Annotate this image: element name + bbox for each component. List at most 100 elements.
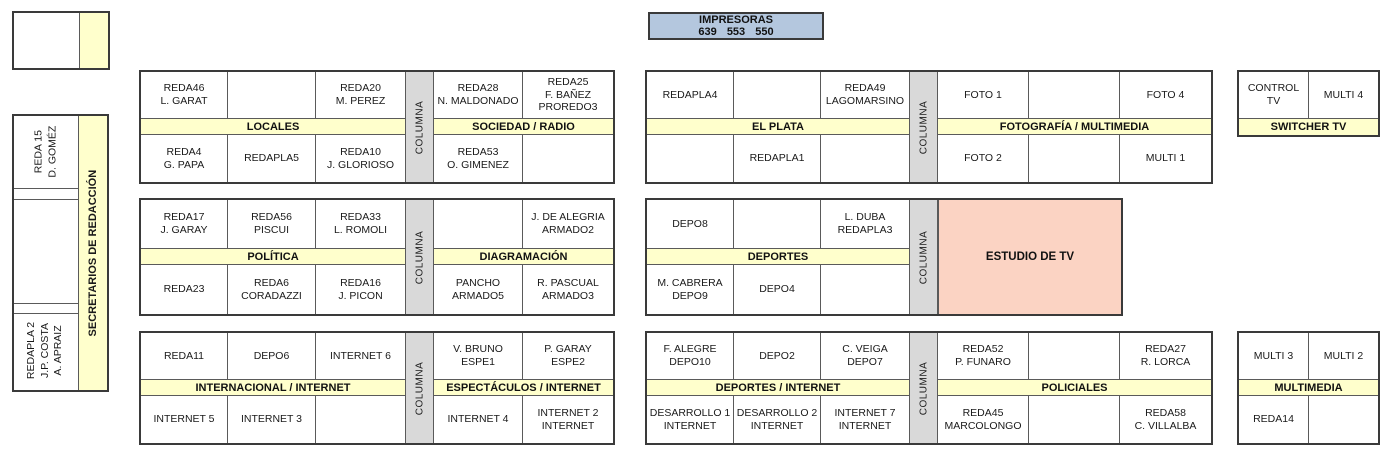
band-deportes: DEPORTES <box>647 248 909 265</box>
empty-desk-cell <box>434 200 523 248</box>
desk-row: REDAPLA1 <box>647 135 909 182</box>
desk-cell: REDA49 LAGOMARSINO <box>825 82 905 107</box>
desk-cell: DEPO2 <box>734 333 821 379</box>
columna-pillar: COLUMNA <box>909 200 938 314</box>
desk-cell: P. GARAY ESPE2 <box>544 343 592 368</box>
empty-desk-cell <box>821 135 909 182</box>
columna-pillar: COLUMNA <box>405 333 434 443</box>
desk-cell: INTERNET 4 <box>434 396 523 443</box>
desk-cell: M. CABRERA DEPO9 <box>647 265 734 314</box>
desk-cell: DEPO6 <box>228 333 316 379</box>
empty-desk-cell <box>1029 396 1120 443</box>
empty-desk-cell <box>1029 135 1120 182</box>
empty-desk-cell <box>1309 396 1378 443</box>
desk-cell: FOTO 2 <box>938 135 1029 182</box>
desk-cell: INTERNET 6 <box>329 349 392 362</box>
band-switcher-tv: SWITCHER TV <box>1239 118 1378 135</box>
empty-desk-cell <box>647 135 734 182</box>
empty-desk-cell <box>1029 333 1120 379</box>
desk-cell-label: REDA 15 D. GOMÉZ <box>32 126 58 178</box>
printers-title: IMPRESORAS <box>699 14 773 26</box>
desk-cell: DESARROLLO 2 INTERNET <box>734 396 821 443</box>
empty-desk-cell <box>316 396 405 443</box>
desk-cell: INTERNET 5 <box>141 396 228 443</box>
desk-cell: REDA27 R. LORCA <box>1140 343 1191 368</box>
columna-pillar: COLUMNA <box>909 72 938 182</box>
printers-numbers: 639 553 550 <box>698 26 774 38</box>
desk-cell: PANCHO ARMADO5 <box>434 265 523 314</box>
columna-label: COLUMNA <box>414 100 426 154</box>
corner-box <box>12 11 110 70</box>
desk-cell: REDA53 O. GIMENEZ <box>434 135 523 182</box>
columna-label: COLUMNA <box>918 230 930 284</box>
band-multimedia: MULTIMEDIA <box>1239 379 1378 396</box>
desk-row: PANCHO ARMADO5 R. PASCUAL ARMADO3 <box>434 265 613 314</box>
desk-cell: MULTI 4 <box>1323 88 1364 101</box>
desk-cell: DESARROLLO 1 INTERNET <box>647 396 734 443</box>
desk-cell: REDA11 <box>141 333 228 379</box>
desk-row: V. BRUNO ESPE1 P. GARAY ESPE2 <box>434 333 613 379</box>
desk-cell: MULTI 1 <box>1145 152 1186 165</box>
estudio-de-tv: ESTUDIO DE TV <box>938 200 1121 314</box>
band-policiales: POLICIALES <box>938 379 1211 396</box>
columna-label: COLUMNA <box>918 361 930 415</box>
desk-cell: REDA10 J. GLORIOSO <box>326 145 395 171</box>
desk-cell: REDA58 C. VILLALBA <box>1134 406 1197 432</box>
desk-cell: INTERNET 3 <box>228 396 316 443</box>
desk-cell: R. PASCUAL ARMADO3 <box>537 276 599 302</box>
desk-cell: REDA46 L. GARAT <box>141 72 228 118</box>
columna-label: COLUMNA <box>414 361 426 415</box>
desk-row: J. DE ALEGRIA ARMADO2 <box>434 200 613 248</box>
desk-cell: REDA56 PISCUI <box>228 200 316 248</box>
band-el-plata: EL PLATA <box>647 118 909 135</box>
empty-desk-cell <box>228 72 316 118</box>
desk-cell: INTERNET 7 INTERNET <box>834 406 896 432</box>
desk-cell: MULTI 3 <box>1239 333 1309 379</box>
desk-cell: V. BRUNO ESPE1 <box>434 333 523 379</box>
empty-desk-cell <box>523 135 613 182</box>
empty-desk-cell <box>734 72 821 118</box>
desk-cell: FOTO 4 <box>1146 88 1185 101</box>
printers-box: IMPRESORAS 639 553 550 <box>648 12 824 40</box>
desk-cell: REDA17 J. GARAY <box>141 200 228 248</box>
desk-cell: REDA52 P. FUNARO <box>938 333 1029 379</box>
estudio-de-tv-label: ESTUDIO DE TV <box>985 251 1075 263</box>
desk-row: REDA52 P. FUNARO REDA27 R. LORCA <box>938 333 1211 379</box>
spacer-cell <box>14 200 78 304</box>
columna-label: COLUMNA <box>918 100 930 154</box>
band-politica: POLÍTICA <box>141 248 405 265</box>
desk-cell: C. VEIGA DEPO7 <box>842 343 888 368</box>
spacer-cell <box>14 304 78 314</box>
desk-cell: REDA6 CORADAZZI <box>228 265 316 314</box>
desk-cell: REDA16 J. PICON <box>338 276 383 302</box>
band-locales: LOCALES <box>141 118 405 135</box>
band-internacional-internet: INTERNACIONAL / INTERNET <box>141 379 405 396</box>
columna-pillar: COLUMNA <box>405 72 434 182</box>
desk-cell: REDA14 <box>1239 396 1309 443</box>
desk-cell: REDA4 G. PAPA <box>141 135 228 182</box>
desk-cell: CONTROL TV <box>1239 72 1309 118</box>
